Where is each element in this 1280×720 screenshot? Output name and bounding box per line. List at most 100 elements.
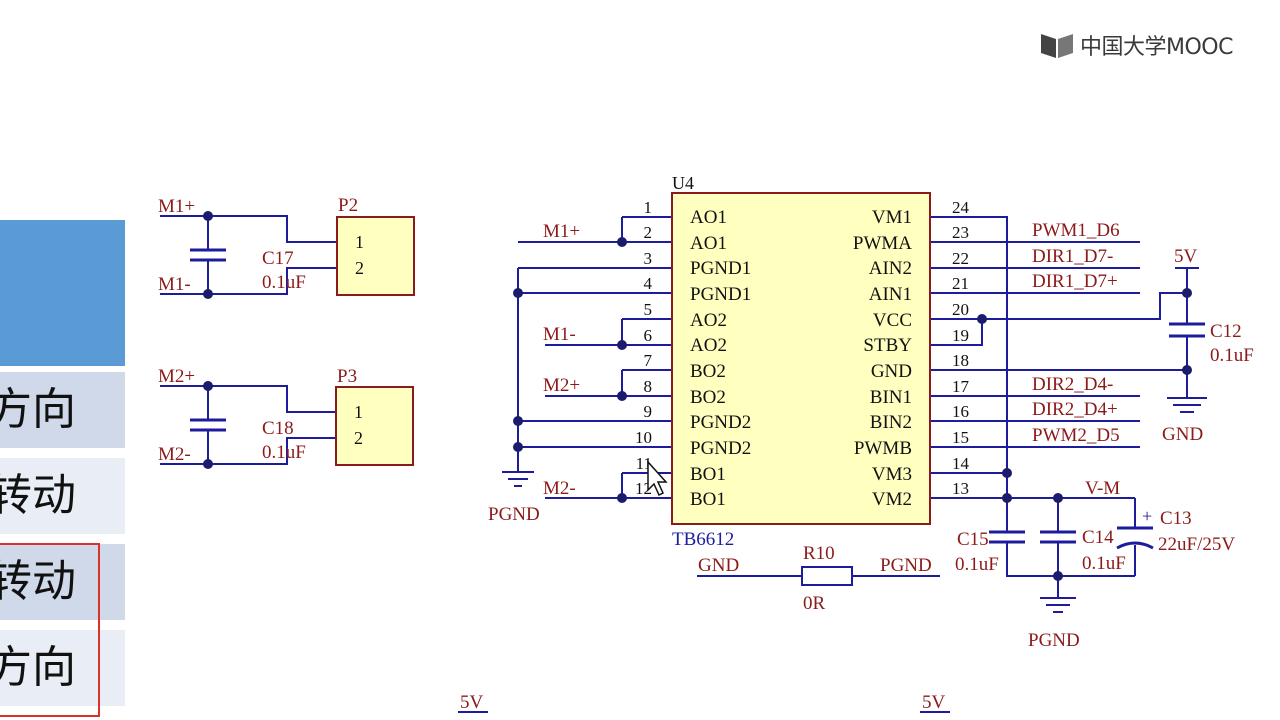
table-row: 转动: [0, 542, 125, 620]
ic-pin-number: 13: [952, 479, 969, 498]
ic-pin-name: PGND1: [690, 258, 751, 279]
net-label: DIR2_D4+: [1032, 399, 1118, 420]
net-label-m1p: M1+: [158, 196, 195, 217]
ic-pin-name: AIN2: [869, 258, 912, 279]
net-label: M2+: [543, 375, 580, 396]
ic-right-pin-names: VM1 PWMA AIN2 AIN1 VCC STBY GND BIN1 BIN…: [853, 207, 912, 510]
ic-pin-name: BIN1: [870, 387, 912, 408]
p2-pin-2: 2: [355, 258, 364, 278]
ic-pin-name: PGND2: [690, 412, 751, 433]
ic-pin-name: BO2: [690, 387, 726, 408]
pgnd-bottom-label: PGND: [1028, 630, 1080, 651]
ic-pin-number: 5: [644, 300, 653, 319]
ic-pin-number: 19: [952, 326, 969, 345]
book-icon: [1041, 34, 1073, 58]
ic-pin-name: AO1: [690, 207, 727, 228]
net-label: DIR2_D4-: [1032, 374, 1113, 395]
p3-pin-2: 2: [354, 428, 363, 448]
ic-pin-number: 9: [644, 402, 653, 421]
r10-ref: R10: [803, 543, 835, 564]
pgnd-label: PGND: [488, 504, 540, 525]
ic-pin-name: BO1: [690, 464, 726, 485]
cap-c17-value: 0.1uF: [262, 272, 306, 293]
r10-value: 0R: [803, 593, 826, 614]
ic-pin-number: 18: [952, 351, 969, 370]
ic-pin-name: GND: [871, 361, 912, 382]
ic-pin-number: 24: [952, 198, 970, 217]
logo-text: 中国大学MOOC: [1080, 35, 1233, 60]
ic-pin-number: 4: [644, 274, 653, 293]
ic-pin-name: PWMB: [854, 438, 912, 459]
cap-c12-ref: C12: [1210, 321, 1242, 342]
cap-c18-ref: C18: [262, 418, 294, 439]
bottom-5v-left: 5V: [460, 692, 484, 713]
mouse-cursor-icon: [647, 460, 668, 497]
cap-c18-value: 0.1uF: [262, 442, 306, 463]
table-header: [0, 220, 125, 366]
ic-pin-name: AO1: [690, 233, 727, 254]
gnd-label: GND: [1162, 424, 1203, 445]
ic-pin-number: 2: [644, 223, 653, 242]
ic-pin-number: 3: [644, 249, 653, 268]
ic-pin-number: 14: [952, 454, 970, 473]
cap-c17-ref: C17: [262, 248, 294, 269]
ic-pin-number: 21: [952, 274, 969, 293]
cap-c13-polarity: +: [1142, 506, 1152, 526]
mooc-logo: 中国大学MOOC: [1040, 28, 1233, 62]
cap-c15-value: 0.1uF: [955, 554, 999, 575]
net-label: M2-: [543, 478, 576, 499]
bottom-5v-right: 5V: [922, 692, 946, 713]
r10-right-net: PGND: [880, 555, 932, 576]
ic-right-pin-numbers: 24 23 22 21 20 19 18 17 16 15 14 13: [952, 198, 970, 498]
highlight-box: [0, 543, 100, 717]
cap-c13-ref: C13: [1160, 508, 1192, 529]
net-label-m2p: M2+: [158, 366, 195, 387]
ic-pin-name: AO2: [690, 335, 727, 356]
connector-p2-ref: P2: [338, 195, 358, 216]
ic-pin-name: AO2: [690, 310, 727, 331]
ic-pin-number: 15: [952, 428, 969, 447]
ic-part: TB6612: [672, 529, 734, 550]
ic-pin-name: PGND1: [690, 284, 751, 305]
connector-p2: [336, 216, 415, 296]
ground-symbols: [502, 267, 1207, 613]
vm-label: V-M: [1085, 478, 1120, 499]
cap-c12-value: 0.1uF: [1210, 345, 1254, 366]
ic-pin-name: VM2: [872, 489, 912, 510]
p2-pin-1: 1: [355, 232, 364, 252]
resistor-r10-body: [801, 566, 853, 586]
capacitor-plates: [190, 248, 1205, 550]
net-label-m1n: M1-: [158, 274, 191, 295]
ic-ref: U4: [672, 173, 694, 193]
cap-c14-ref: C14: [1082, 527, 1114, 548]
ic-pin-name: VCC: [873, 310, 912, 331]
net-label: M1-: [543, 324, 576, 345]
ic-pin-name: PWMA: [853, 233, 912, 254]
power-5v-label: 5V: [1174, 246, 1198, 267]
net-label: PWM1_D6: [1032, 220, 1120, 241]
r10-left-net: GND: [698, 555, 739, 576]
cap-c13-value: 22uF/25V: [1158, 534, 1235, 555]
connector-p3: [335, 386, 414, 466]
ic-pin-name: VM1: [872, 207, 912, 228]
ic-left-pin-names: AO1 AO1 PGND1 PGND1 AO2 AO2 BO2 BO2 PGND…: [690, 207, 751, 510]
wires: [160, 215, 1188, 598]
net-label: DIR1_D7-: [1032, 246, 1113, 267]
ic-pin-number: 20: [952, 300, 969, 319]
ic-pin-number: 17: [952, 377, 970, 396]
ic-pin-name: BIN2: [870, 412, 912, 433]
ic-pin-number: 7: [644, 351, 653, 370]
cap-c15-ref: C15: [957, 529, 989, 550]
ic-pin-name: STBY: [863, 335, 912, 356]
ic-pin-number: 16: [952, 402, 969, 421]
ic-pin-name: AIN1: [869, 284, 912, 305]
ic-pin-number: 10: [635, 428, 652, 447]
ic-net-labels: M1+ M1- M2+ M2- PWM1_D6 DIR1_D7- DIR1_D7…: [460, 220, 1254, 713]
net-label: PWM2_D5: [1032, 425, 1120, 446]
ic-pin-name: BO1: [690, 489, 726, 510]
net-label: DIR1_D7+: [1032, 271, 1118, 292]
ic-pin-number: 22: [952, 249, 969, 268]
net-label: M1+: [543, 221, 580, 242]
ic-pin-number: 1: [644, 198, 653, 217]
